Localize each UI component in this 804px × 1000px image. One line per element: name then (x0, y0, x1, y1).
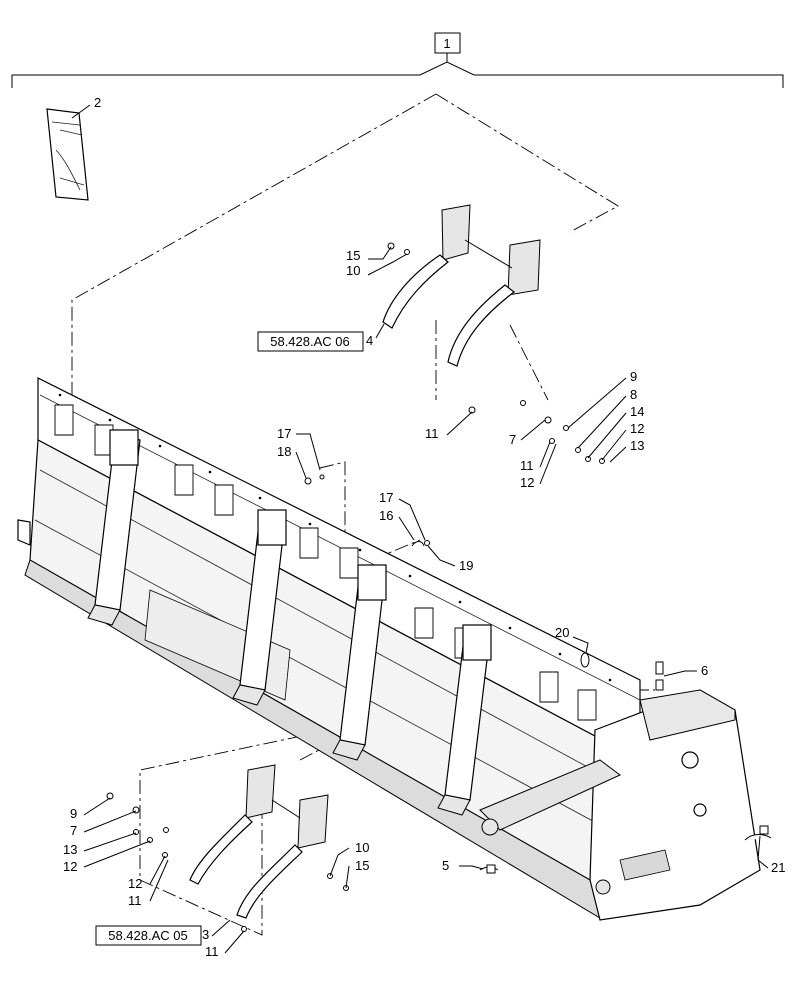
callout-12-lower: 12 (128, 876, 142, 891)
callout-19: 19 (459, 558, 473, 573)
callout-15-bottom: 15 (355, 858, 369, 873)
callout-13-bottom: 13 (63, 842, 77, 857)
callout-11-mid: 11 (520, 458, 534, 473)
callout-17-lower: 17 (379, 490, 393, 505)
callout-1: 1 (443, 36, 450, 51)
end-frame (479, 689, 761, 921)
callout-12-bottom: 12 (63, 859, 77, 874)
callout-4: 4 (366, 333, 373, 348)
callout-13-right: 13 (630, 438, 644, 453)
callout-11-top: 11 (425, 426, 439, 441)
reference-box-bottom: 58.428.AC 05 (95, 925, 202, 946)
callout-9-bottom: 9 (70, 806, 77, 821)
bottom-pedal-assembly: 3 (189, 764, 329, 942)
top-pedal-assembly: 4 (366, 204, 541, 367)
callout-10-bottom: 10 (355, 840, 369, 855)
callout-18: 18 (277, 444, 291, 459)
callout-20: 20 (555, 625, 569, 640)
callout-12-mid: 12 (520, 475, 534, 490)
header-frame (17, 377, 641, 919)
callout-11-lower: 11 (128, 893, 142, 908)
callout-16: 16 (379, 508, 393, 523)
callout-3: 3 (202, 927, 209, 942)
callout-10-top: 10 (346, 263, 360, 278)
reference-top-text: 58.428.AC 06 (270, 334, 350, 349)
reference-bottom-text: 58.428.AC 05 (108, 928, 188, 943)
manual-document: 2 (46, 95, 101, 201)
callout-5: 5 (442, 858, 449, 873)
callout-8: 8 (630, 387, 637, 402)
callout-21: 21 (771, 860, 785, 875)
callouts: 15 10 11 9 8 14 12 13 7 11 12 17 18 17 1… (63, 246, 785, 959)
callout-11-bottom: 11 (205, 944, 219, 959)
callout-15-top: 15 (346, 248, 360, 263)
callout-7-bottom: 7 (70, 823, 77, 838)
callout-17-upper: 17 (277, 426, 291, 441)
callout-6: 6 (701, 663, 708, 678)
callout-7-top: 7 (509, 432, 516, 447)
callout-14: 14 (630, 404, 644, 419)
callout-2: 2 (94, 95, 101, 110)
reference-box-top: 58.428.AC 06 (257, 331, 364, 352)
hardware-parts (106, 242, 772, 932)
callout-9-top: 9 (630, 369, 637, 384)
vertical-arms (87, 429, 492, 816)
assembly-bracket: 1 (11, 32, 784, 88)
callout-12-right: 12 (630, 421, 644, 436)
